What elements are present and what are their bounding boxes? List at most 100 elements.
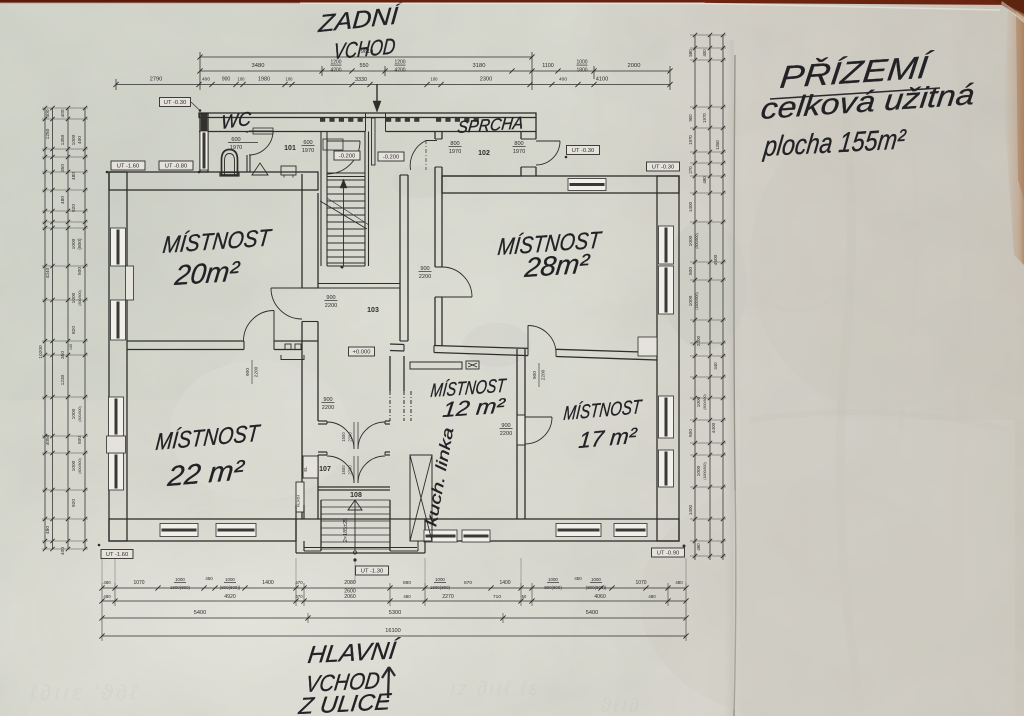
- svg-text:1000: 1000: [591, 577, 601, 582]
- svg-text:1200: 1200: [330, 60, 341, 66]
- svg-text:1970: 1970: [449, 149, 461, 155]
- svg-text:4920: 4920: [224, 594, 236, 600]
- svg-text:5400: 5400: [194, 610, 206, 616]
- svg-text:1500: 1500: [341, 432, 346, 442]
- svg-text:500: 500: [688, 429, 694, 437]
- svg-text:3330: 3330: [355, 77, 367, 83]
- svg-text:820: 820: [71, 326, 77, 334]
- svg-text:800: 800: [514, 141, 523, 147]
- svg-text:1000: 1000: [71, 238, 77, 249]
- svg-text:2270: 2270: [442, 594, 454, 600]
- svg-text:1230: 1230: [60, 374, 66, 385]
- svg-text:480: 480: [60, 196, 66, 204]
- svg-text:350: 350: [60, 351, 66, 359]
- svg-text:1000: 1000: [71, 134, 77, 145]
- svg-text:2200: 2200: [325, 303, 337, 309]
- svg-text:1400: 1400: [262, 580, 274, 586]
- svg-text:500: 500: [77, 267, 83, 275]
- svg-text:4500: 4500: [713, 254, 719, 265]
- svg-text:ız ∂ııℓ ℓε: ız ∂ııℓ ℓε: [450, 678, 539, 700]
- svg-text:1000: 1000: [688, 235, 694, 246]
- svg-text:100: 100: [238, 77, 246, 82]
- svg-text:1350: 1350: [715, 140, 720, 150]
- svg-text:3180: 3180: [473, 63, 486, 69]
- svg-text:2200: 2200: [254, 366, 260, 377]
- svg-text:UT -0.90: UT -0.90: [657, 551, 679, 557]
- svg-text:5400: 5400: [586, 610, 598, 616]
- svg-text:1350: 1350: [60, 134, 66, 145]
- svg-text:2400: 2400: [696, 335, 701, 346]
- svg-text:1980: 1980: [258, 77, 270, 83]
- svg-text:2200: 2200: [322, 405, 334, 411]
- svg-text:4200: 4200: [330, 68, 341, 74]
- svg-text:1970: 1970: [513, 149, 525, 155]
- svg-text:HLAVNÍ: HLAVNÍ: [306, 637, 401, 669]
- svg-text:1000: 1000: [175, 577, 185, 582]
- svg-text:108: 108: [350, 492, 362, 499]
- svg-text:900: 900: [326, 295, 335, 301]
- svg-text:400: 400: [45, 109, 51, 117]
- svg-text:4050: 4050: [45, 434, 51, 445]
- svg-text:UT -0.30: UT -0.30: [652, 165, 674, 171]
- svg-text:800(800): 800(800): [544, 585, 562, 590]
- svg-text:ℓ∂ııε ′ϑ∂ℓ: ℓ∂ııε ′ϑ∂ℓ: [29, 680, 140, 705]
- svg-text:900: 900: [688, 114, 693, 122]
- svg-text:1970: 1970: [230, 145, 242, 151]
- svg-text:900: 900: [501, 423, 510, 429]
- svg-text:1250: 1250: [45, 128, 51, 139]
- svg-text:(1800/800): (1800/800): [703, 462, 707, 479]
- svg-text:1000: 1000: [696, 396, 702, 407]
- svg-text:1970: 1970: [688, 135, 693, 145]
- svg-text:1000: 1000: [71, 460, 77, 471]
- svg-text:17 m²: 17 m²: [578, 423, 640, 453]
- svg-text:500: 500: [77, 436, 83, 444]
- svg-text:900: 900: [420, 266, 429, 272]
- svg-text:SPRCHA: SPRCHA: [457, 112, 525, 137]
- svg-text:920: 920: [71, 499, 77, 507]
- svg-text:1200: 1200: [394, 60, 405, 66]
- svg-text:ϑℓı∂: ϑℓı∂: [600, 695, 641, 716]
- svg-text:UT -0.80: UT -0.80: [165, 164, 187, 170]
- svg-text:900: 900: [323, 397, 332, 403]
- svg-text:400: 400: [60, 547, 66, 555]
- svg-text:480: 480: [45, 526, 51, 534]
- svg-text:1000: 1000: [71, 408, 77, 419]
- svg-text:480: 480: [103, 580, 111, 585]
- svg-text:2200: 2200: [419, 274, 431, 280]
- svg-text:1000: 1000: [435, 577, 445, 582]
- svg-text:400: 400: [559, 77, 567, 83]
- svg-text:UT -1.60: UT -1.60: [106, 552, 128, 558]
- svg-text:2200: 2200: [500, 431, 512, 437]
- svg-text:450: 450: [574, 576, 582, 581]
- svg-text:1400: 1400: [688, 504, 693, 515]
- svg-text:EL: EL: [303, 466, 308, 472]
- svg-text:2060: 2060: [344, 594, 356, 600]
- svg-text:900: 900: [532, 371, 538, 379]
- svg-text:50: 50: [522, 594, 527, 599]
- svg-text:600: 600: [303, 140, 312, 146]
- svg-text:4200: 4200: [394, 68, 405, 74]
- svg-text:1000: 1000: [225, 577, 235, 582]
- svg-text:2790: 2790: [150, 77, 162, 83]
- svg-text:VCHOD: VCHOD: [304, 667, 381, 697]
- svg-text:1500: 1500: [341, 465, 346, 475]
- svg-text:Z ULICE: Z ULICE: [296, 688, 393, 716]
- svg-text:4060: 4060: [594, 594, 606, 600]
- svg-text:480: 480: [675, 580, 683, 585]
- svg-text:920: 920: [71, 204, 77, 212]
- svg-text:470: 470: [295, 594, 303, 599]
- svg-text:UT -1.60: UT -1.60: [117, 164, 139, 170]
- svg-text:480: 480: [696, 543, 701, 551]
- svg-text:900: 900: [245, 368, 251, 376]
- svg-text:1970: 1970: [302, 148, 314, 154]
- svg-text:107: 107: [319, 466, 331, 473]
- svg-text:1000: 1000: [548, 577, 558, 582]
- svg-text:(800/800): (800/800): [78, 458, 82, 473]
- svg-text:28m²: 28m²: [522, 247, 591, 283]
- svg-text:2080: 2080: [344, 580, 356, 586]
- svg-text:1800: 1800: [576, 68, 587, 74]
- svg-text:400: 400: [702, 49, 707, 57]
- svg-text:UT -1.30: UT -1.30: [361, 569, 383, 575]
- svg-text:550: 550: [360, 63, 369, 69]
- svg-text:(800(800)): (800(800)): [586, 585, 607, 590]
